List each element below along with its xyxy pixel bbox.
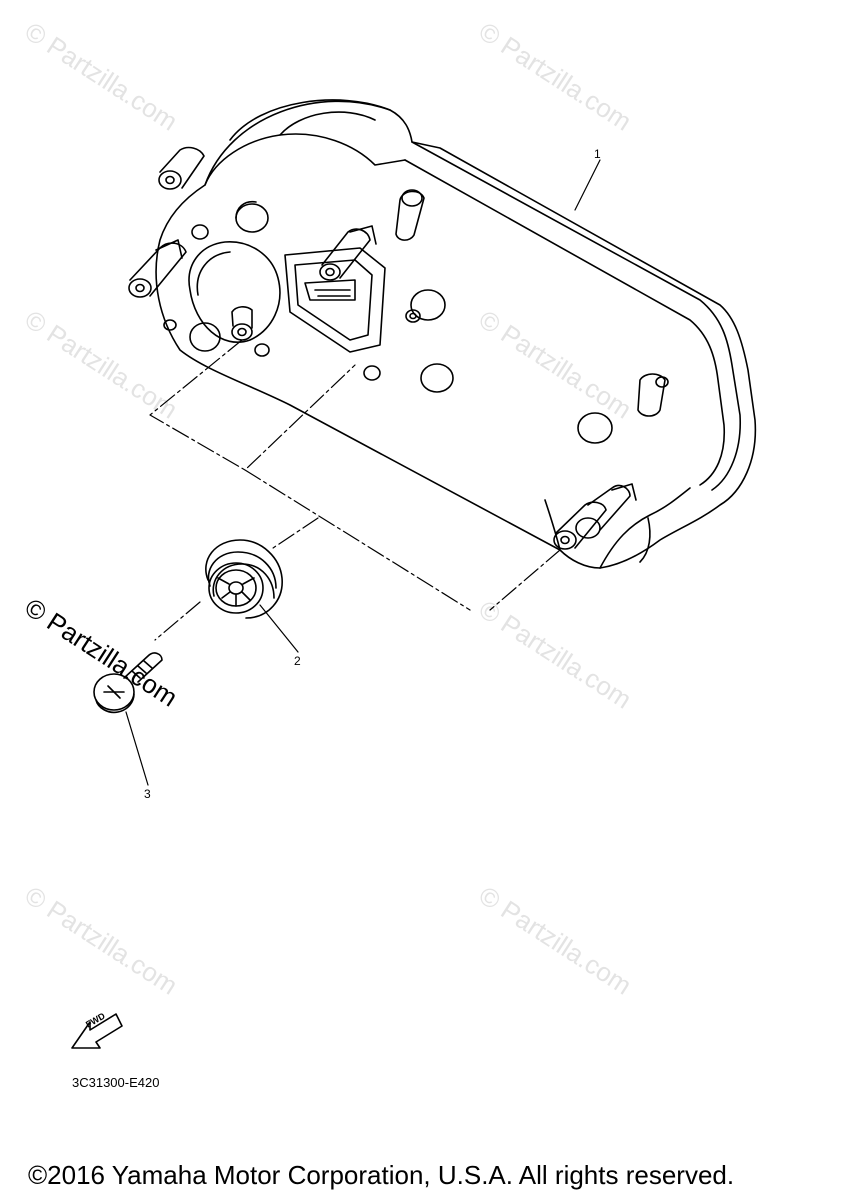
fwd-arrow-icon	[71, 1013, 123, 1049]
copyright-notice: ©2016 Yamaha Motor Corporation, U.S.A. A…	[28, 1160, 735, 1190]
screw	[93, 652, 163, 714]
callout-1: 1	[594, 147, 601, 161]
grommet	[205, 539, 283, 619]
meter-assembly	[128, 99, 757, 569]
callout-3: 3	[144, 787, 151, 801]
leader-lines	[125, 159, 601, 786]
assembly-lines	[149, 339, 561, 641]
reference-code: 3C31300-E420	[72, 1075, 160, 1090]
callout-2: 2	[294, 654, 301, 668]
